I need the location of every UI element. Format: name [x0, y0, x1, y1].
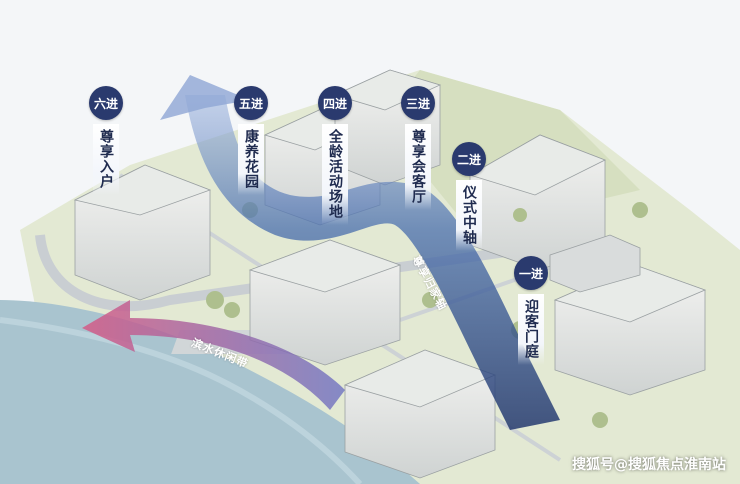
building-center	[248, 239, 402, 366]
stage-4-label: 四进 全龄活动场地	[315, 86, 355, 225]
stage-1-badge: 一进	[514, 256, 548, 290]
stage-5-badge: 五进	[234, 86, 268, 120]
stage-5-label: 五进 康养花园	[231, 86, 271, 195]
stage-6-name: 尊享入户	[93, 124, 119, 195]
stage-1-label: 一进 迎客门庭	[511, 256, 551, 365]
stage-5-name: 康养花园	[238, 124, 264, 195]
stage-4-badge: 四进	[318, 86, 352, 120]
route-arrowhead-blue	[160, 75, 250, 120]
stage-3-badge: 三进	[401, 86, 435, 120]
building-east	[553, 264, 707, 396]
stage-6-badge: 六进	[89, 86, 123, 120]
stage-3-name: 尊享会客厅	[405, 124, 431, 210]
stage-3-label: 三进 尊享会客厅	[398, 86, 438, 210]
ring-road	[35, 234, 521, 312]
building-south	[343, 349, 497, 479]
stage-6-label: 六进 尊享入户	[86, 86, 126, 195]
lake-shore	[0, 317, 363, 484]
stage-2-name: 仪式中轴	[456, 180, 482, 251]
homecoming-axis-route	[185, 95, 560, 430]
waterfront-arrow	[82, 300, 345, 410]
residential-buildings	[73, 69, 707, 479]
stage-1-name: 迎客门庭	[518, 294, 544, 365]
building-ne	[468, 134, 606, 271]
clubhouse	[549, 234, 641, 293]
building-nw	[73, 164, 212, 301]
stage-4-name: 全龄活动场地	[322, 124, 348, 225]
stage-2-label: 二进 仪式中轴	[449, 142, 489, 251]
stage-2-badge: 二进	[452, 142, 486, 176]
watermark: 搜狐号@搜狐焦点淮南站	[572, 457, 726, 473]
